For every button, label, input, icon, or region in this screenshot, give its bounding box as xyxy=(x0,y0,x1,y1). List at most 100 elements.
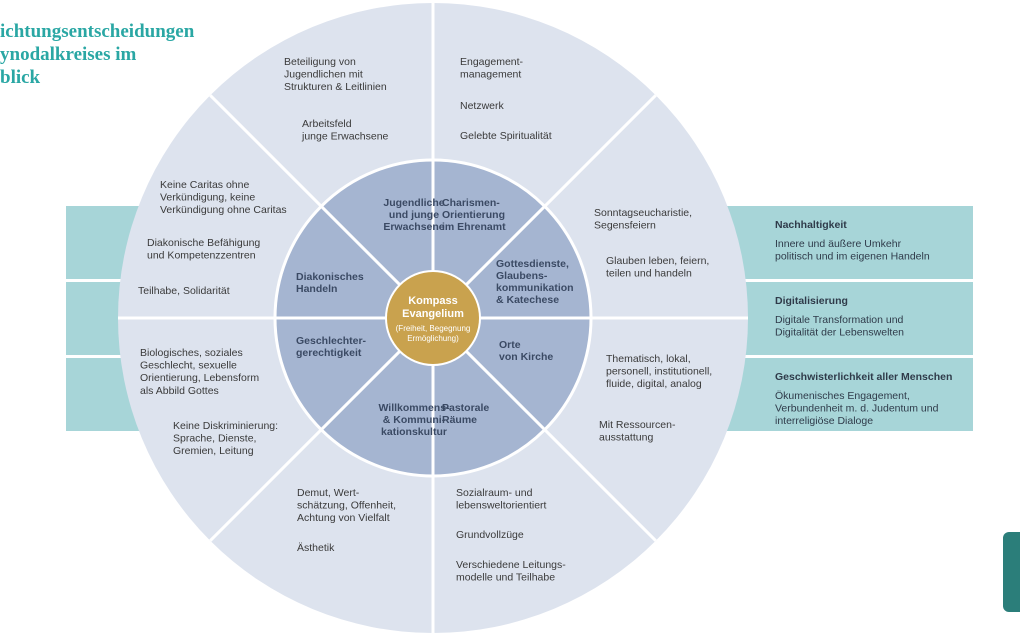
segment-4-inner-label-line: von Kirche xyxy=(499,351,553,363)
inner-divider xyxy=(320,205,402,287)
segment-8-outer-text-1-line: Verkündigung, keine xyxy=(160,192,255,204)
segment-7-outer-text-1-line: Geschlecht, sexuelle xyxy=(140,360,237,372)
segment-4-outer-text-1-line: fluide, digital, analog xyxy=(606,378,702,390)
segment-3-inner-label: Gottesdienste,Glaubens-kommunikation& Ka… xyxy=(496,258,574,306)
segment-3-inner-label-line: kommunikation xyxy=(496,282,574,294)
segment-2-outer-text-3-line: Gelebte Spiritualität xyxy=(460,130,552,142)
segment-5-outer-text-2: Grundvollzüge xyxy=(456,529,524,541)
page-title: ichtungsentscheidungen ynodalkreises im … xyxy=(0,20,260,89)
segment-4-outer-text-1: Thematisch, lokal,personell, institution… xyxy=(606,353,712,390)
segment-4-outer-text-2: Mit Ressourcen-ausstattung xyxy=(599,419,676,444)
segment-5-outer-text-3-line: modelle und Teilhabe xyxy=(456,572,555,584)
segment-8-outer-text-1-line: Keine Caritas ohne xyxy=(160,179,249,191)
segment-8-outer-text-1-line: Verkündigung ohne Caritas xyxy=(160,204,287,216)
segment-4-outer-text-1-line: personell, institutionell, xyxy=(606,366,712,378)
segment-3-inner-label-line: Gottesdienste, xyxy=(496,258,569,270)
segment-8-outer-text-3: Teilhabe, Solidarität xyxy=(138,285,230,297)
segment-3-inner-label-line: Glaubens- xyxy=(496,270,548,282)
title-line: ichtungsentscheidungen xyxy=(0,21,195,42)
segment-5-outer-text-1-line: lebensweltorientiert xyxy=(456,500,547,512)
title-line: blick xyxy=(0,67,41,88)
segment-3-outer-text-1-line: Sonntagseucharistie, xyxy=(594,207,692,219)
segment-4-inner-label-line: Orte xyxy=(499,339,521,351)
segment-8-outer-text-3-line: Teilhabe, Solidarität xyxy=(138,285,230,297)
title-line: ynodalkreises im xyxy=(0,44,137,65)
segment-6-outer-text-2-line: Ästhetik xyxy=(297,542,335,554)
segment-7-outer-text-1-line: Orientierung, Lebensform xyxy=(140,372,259,384)
segment-8-inner-label-line: Handeln xyxy=(296,283,337,295)
center-subtitle-line: Ermöglichung) xyxy=(407,334,459,343)
inner-divider xyxy=(464,205,546,287)
segment-6-outer-text-1-line: Achtung von Vielfalt xyxy=(297,512,390,524)
segment-5-inner-label-line: Räume xyxy=(442,414,477,426)
segment-3-inner-label-line: & Katechese xyxy=(496,294,559,306)
segment-1-inner-label-line: und junge xyxy=(389,209,439,221)
segment-5-outer-text-1-line: Sozialraum- und xyxy=(456,487,533,499)
side-box-3-text-line: interreligiöse Dialoge xyxy=(775,415,873,427)
segment-1-outer-text-2-line: junge Erwachsene xyxy=(301,131,389,143)
side-box-3-title: Geschwisterlichkeit aller Menschen xyxy=(775,371,952,383)
segment-3-outer-text-1-line: Segensfeiern xyxy=(594,220,656,232)
segment-2-inner-label-line: Orientierung xyxy=(442,209,505,221)
segment-7-outer-text-2: Keine Diskriminierung:Sprache, Dienste,G… xyxy=(173,420,278,457)
segment-2-outer-text-1: Engagement-management xyxy=(460,56,524,81)
outer-divider xyxy=(209,428,323,542)
segment-7-outer-text-1-line: Biologisches, soziales xyxy=(140,347,243,359)
segment-1-outer-text-2-line: Arbeitsfeld xyxy=(302,118,352,130)
outer-divider xyxy=(543,94,657,208)
segment-1-inner-label-line: Jugendliche xyxy=(383,197,444,209)
segment-7-outer-text-1-line: als Abbild Gottes xyxy=(140,385,219,397)
side-box-2-text-line: Digitale Transformation und xyxy=(775,314,904,326)
outer-divider xyxy=(209,94,323,208)
segment-8-inner-label-line: Diakonisches xyxy=(296,271,364,283)
segment-7-outer-text-2-line: Sprache, Dienste, xyxy=(173,433,256,445)
segment-8-outer-text-2-line: Diakonische Befähigung xyxy=(147,237,260,249)
segment-5-outer-text-3-line: Verschiedene Leitungs- xyxy=(456,559,566,571)
segment-1-outer-text-1-line: Jugendlichen mit xyxy=(284,69,363,81)
segment-4-outer-text-1-line: Thematisch, lokal, xyxy=(606,353,691,365)
side-box-3-text: Ökumenisches Engagement,Verbundenheit m.… xyxy=(775,390,939,427)
segment-2-outer-text-1-line: Engagement- xyxy=(460,56,524,68)
center-circle xyxy=(387,272,479,364)
segment-2-outer-text-3: Gelebte Spiritualität xyxy=(460,130,552,142)
segment-1-outer-text-1-line: Strukturen & Leitlinien xyxy=(284,81,387,93)
center-title-line: Evangelium xyxy=(402,308,464,320)
segment-6-outer-text-1-line: schätzung, Offenheit, xyxy=(297,500,396,512)
segment-4-outer-text-2-line: ausstattung xyxy=(599,432,653,444)
side-box-2-title: Digitalisierung xyxy=(775,295,848,307)
segment-6-outer-text-2: Ästhetik xyxy=(297,542,335,554)
segment-1-inner-label-line: Erwachsene xyxy=(383,221,444,233)
segment-6-inner-label-line: kationskultur xyxy=(381,426,447,438)
segment-7-inner-label-line: gerechtigkeit xyxy=(296,347,362,359)
segment-6-inner-label-line: Willkommens- xyxy=(378,402,450,414)
logo-decoration xyxy=(1003,532,1020,612)
segment-6-inner-label: Willkommens-& Kommuni-kationskultur xyxy=(378,402,450,438)
center-title-line: Kompass xyxy=(408,295,458,307)
segment-2-inner-label-line: im Ehrenamt xyxy=(442,221,506,233)
segment-3-outer-text-2: Glauben leben, feiern,teilen und handeln xyxy=(606,255,709,280)
side-box-2-text-line: Digitalität der Lebenswelten xyxy=(775,327,904,339)
side-box-3-text-line: Verbundenheit m. d. Judentum und xyxy=(775,403,939,415)
outer-divider xyxy=(543,428,657,542)
inner-divider xyxy=(464,349,546,431)
segment-4-outer-text-2-line: Mit Ressourcen- xyxy=(599,419,676,431)
segment-3-outer-text-2-line: Glauben leben, feiern, xyxy=(606,255,709,267)
segment-8-outer-text-2-line: und Kompetenzzentren xyxy=(147,250,256,262)
segment-7-outer-text-2-line: Keine Diskriminierung: xyxy=(173,420,278,432)
